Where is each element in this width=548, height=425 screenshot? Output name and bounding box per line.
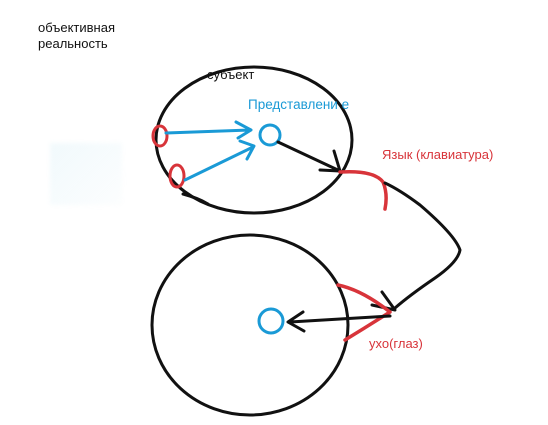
black-arrow-to-representation [286,310,392,333]
representation-circle-top [258,123,282,147]
subject-circle-top [154,65,354,215]
ear-shape [336,283,392,342]
faint-smudge [50,143,122,205]
label-representation: Представлени е [248,97,350,112]
black-channel-curve [370,181,462,312]
label-objective-reality: объективная реальность [38,20,116,51]
label-tongue: Язык (клавиатура) [382,147,494,162]
subject-circle-bottom [150,233,350,417]
sense-organ-upper [151,124,169,148]
blue-arrow-lower [183,139,256,182]
black-tick [181,192,210,206]
label-ear: ухо(глаз) [369,336,423,351]
representation-circle-bottom [257,307,285,335]
black-arrow-to-tongue [276,140,342,173]
tongue-shape [338,169,388,211]
label-subject: субъект [207,67,255,82]
sense-organ-lower [168,163,186,189]
blue-arrow-upper [164,120,253,140]
